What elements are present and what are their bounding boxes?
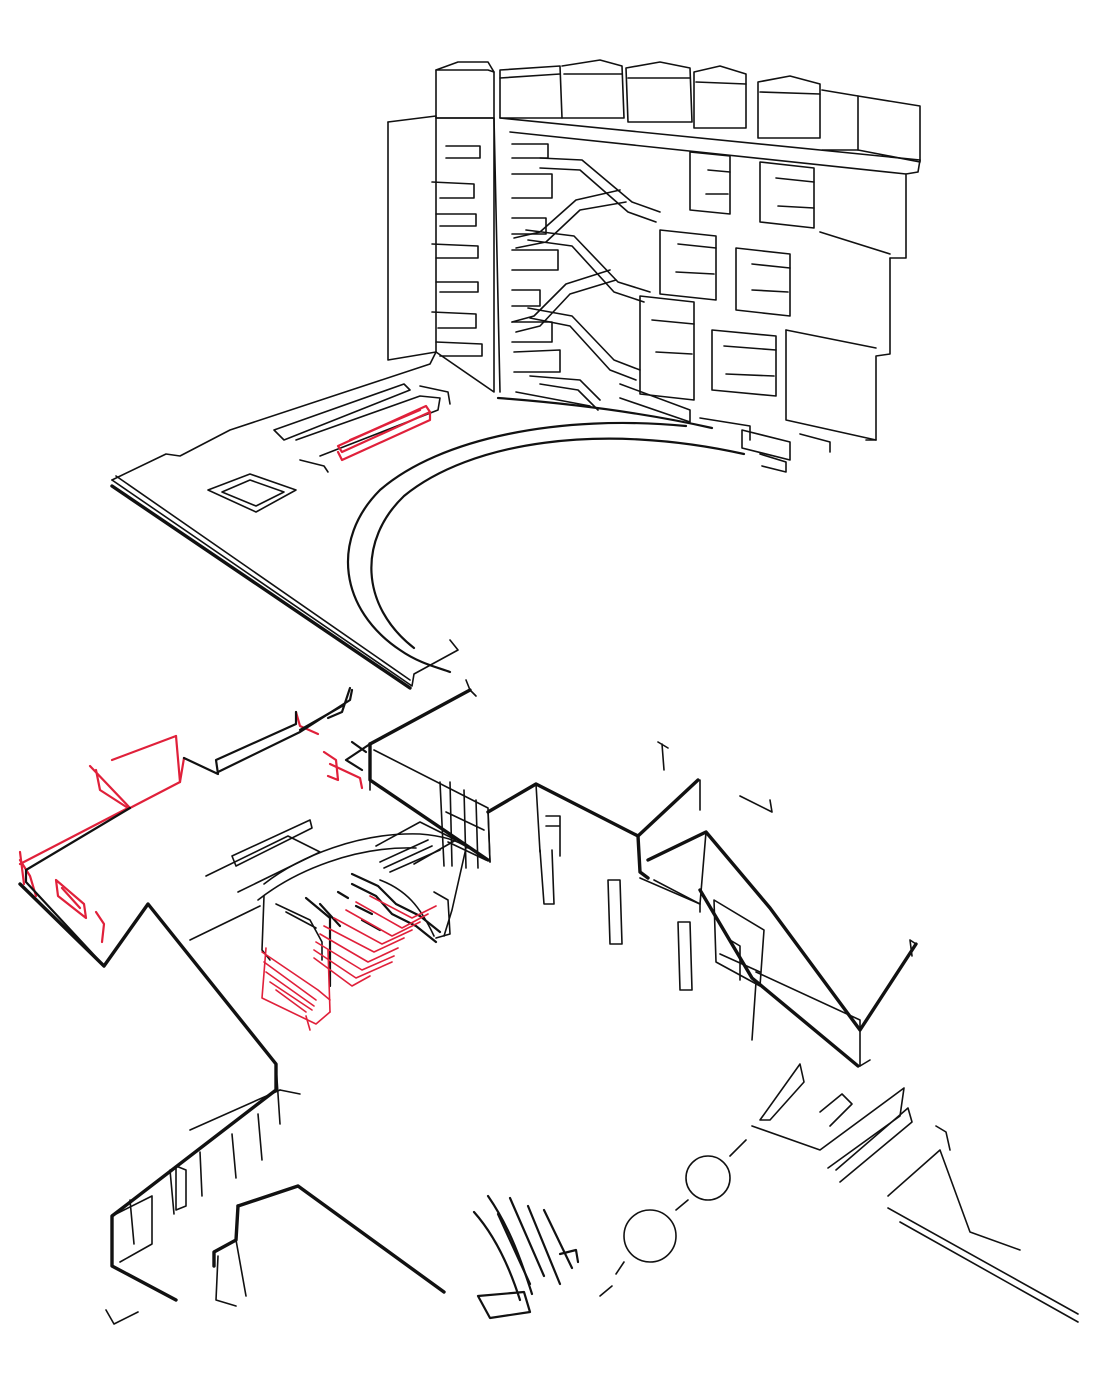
main-block-outline [387, 115, 921, 441]
right-side-office-rooms [639, 151, 877, 441]
roof-parapet-boxes [435, 59, 921, 163]
atrium-escalators [511, 157, 661, 411]
red-grand-stair [261, 895, 437, 1031]
red-upper-balcony [18, 710, 364, 944]
right-entry-stairs [751, 1063, 1079, 1323]
lower-escalator-bands [304, 872, 580, 1320]
curved-ramp-plaza [110, 351, 746, 690]
mezzanine-counters [205, 819, 469, 961]
plaza-slab-edges [110, 351, 459, 690]
upper-terraced-atrium-block [387, 59, 921, 473]
red-bench [336, 404, 432, 462]
curved-ramp [347, 396, 746, 674]
red-highlighted-elements [18, 710, 437, 1031]
lower-balcony-steps [619, 383, 831, 473]
lower-upper-balcony-ink [24, 686, 372, 968]
lower-interior-walls [105, 679, 917, 1325]
red-stair-railings [18, 806, 130, 886]
circular-planters [599, 1139, 747, 1297]
lower-floor-plan-volume [18, 679, 1079, 1325]
left-wing-floor-ledges [431, 145, 483, 357]
